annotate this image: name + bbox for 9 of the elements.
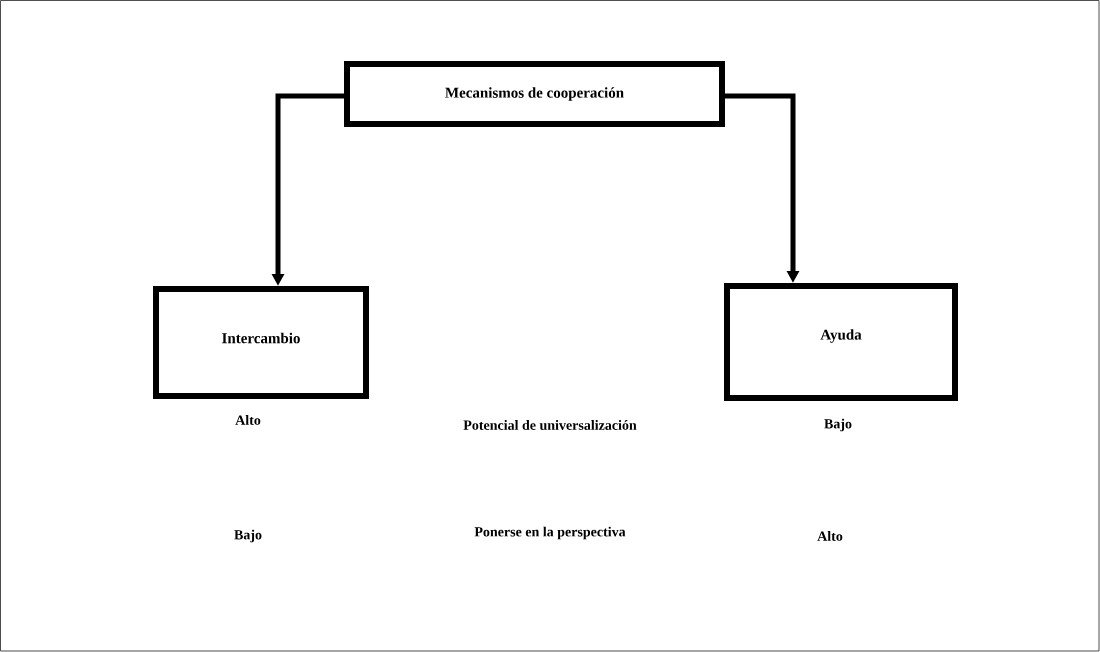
label: Ponerse en la perspectiva	[474, 526, 626, 540]
label: Bajo	[234, 529, 262, 543]
box: Ayuda	[724, 283, 958, 401]
label: Alto	[817, 531, 843, 541]
label: Potencial de universalización	[463, 420, 637, 430]
label: Bajo	[824, 418, 852, 432]
box: Intercambio	[153, 286, 369, 399]
label: Alto	[235, 415, 261, 425]
title-box: Mecanismos de cooperación	[344, 61, 725, 127]
